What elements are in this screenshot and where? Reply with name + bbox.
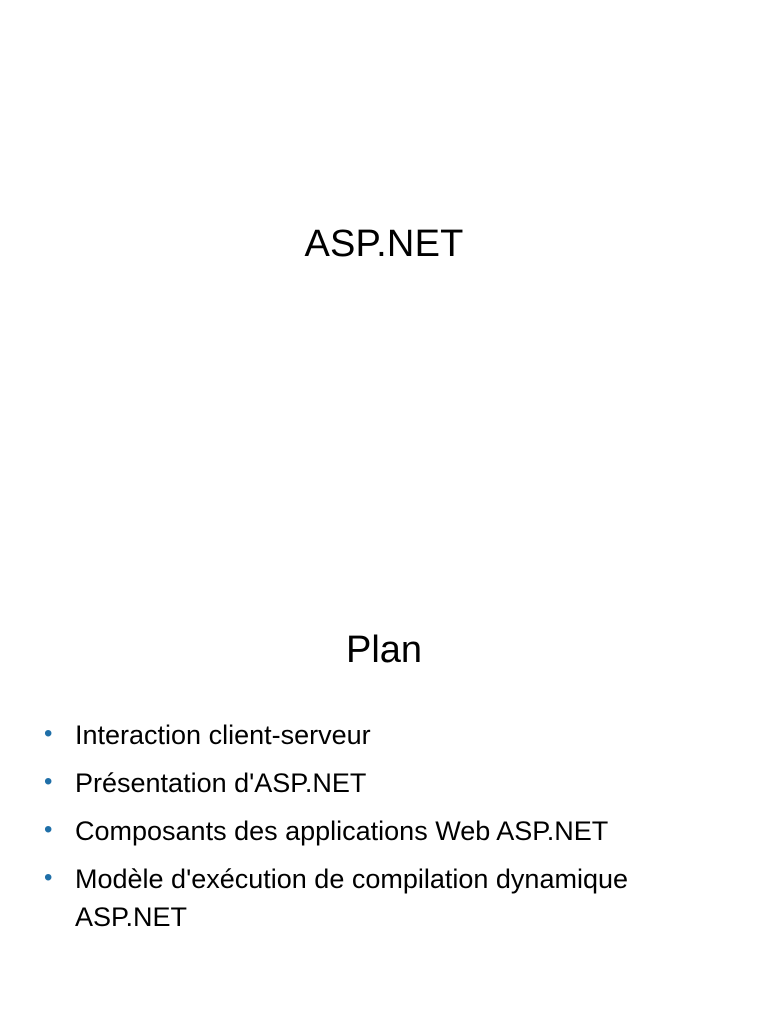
plan-bullet-text-2: Présentation d'ASP.NET (75, 768, 367, 798)
plan-bullet-item-1: • Interaction client-serveur (40, 716, 730, 754)
plan-bullet-item-3: • Composants des applications Web ASP.NE… (40, 812, 730, 850)
plan-bullet-list: • Interaction client-serveur • Présentat… (40, 716, 730, 946)
title-slide: ASP.NET (304, 223, 464, 265)
slide-title: ASP.NET (304, 223, 464, 265)
bullet-dot-icon: • (44, 768, 53, 795)
bullet-dot-icon: • (44, 816, 53, 843)
plan-slide: Plan • Interaction client-serveur • Prés… (0, 576, 768, 1024)
plan-bullet-item-4: • Modèle d'exécution de compilation dyna… (40, 860, 730, 936)
plan-bullet-item-2: • Présentation d'ASP.NET (40, 764, 730, 802)
plan-bullet-text-3: Composants des applications Web ASP.NET (75, 816, 609, 846)
plan-title: Plan (345, 629, 423, 671)
plan-bullet-text-1: Interaction client-serveur (75, 720, 371, 750)
bullet-dot-icon: • (44, 720, 53, 747)
plan-bullet-text-4: Modèle d'exécution de compilation dynami… (75, 864, 628, 932)
bullet-dot-icon: • (44, 864, 53, 891)
